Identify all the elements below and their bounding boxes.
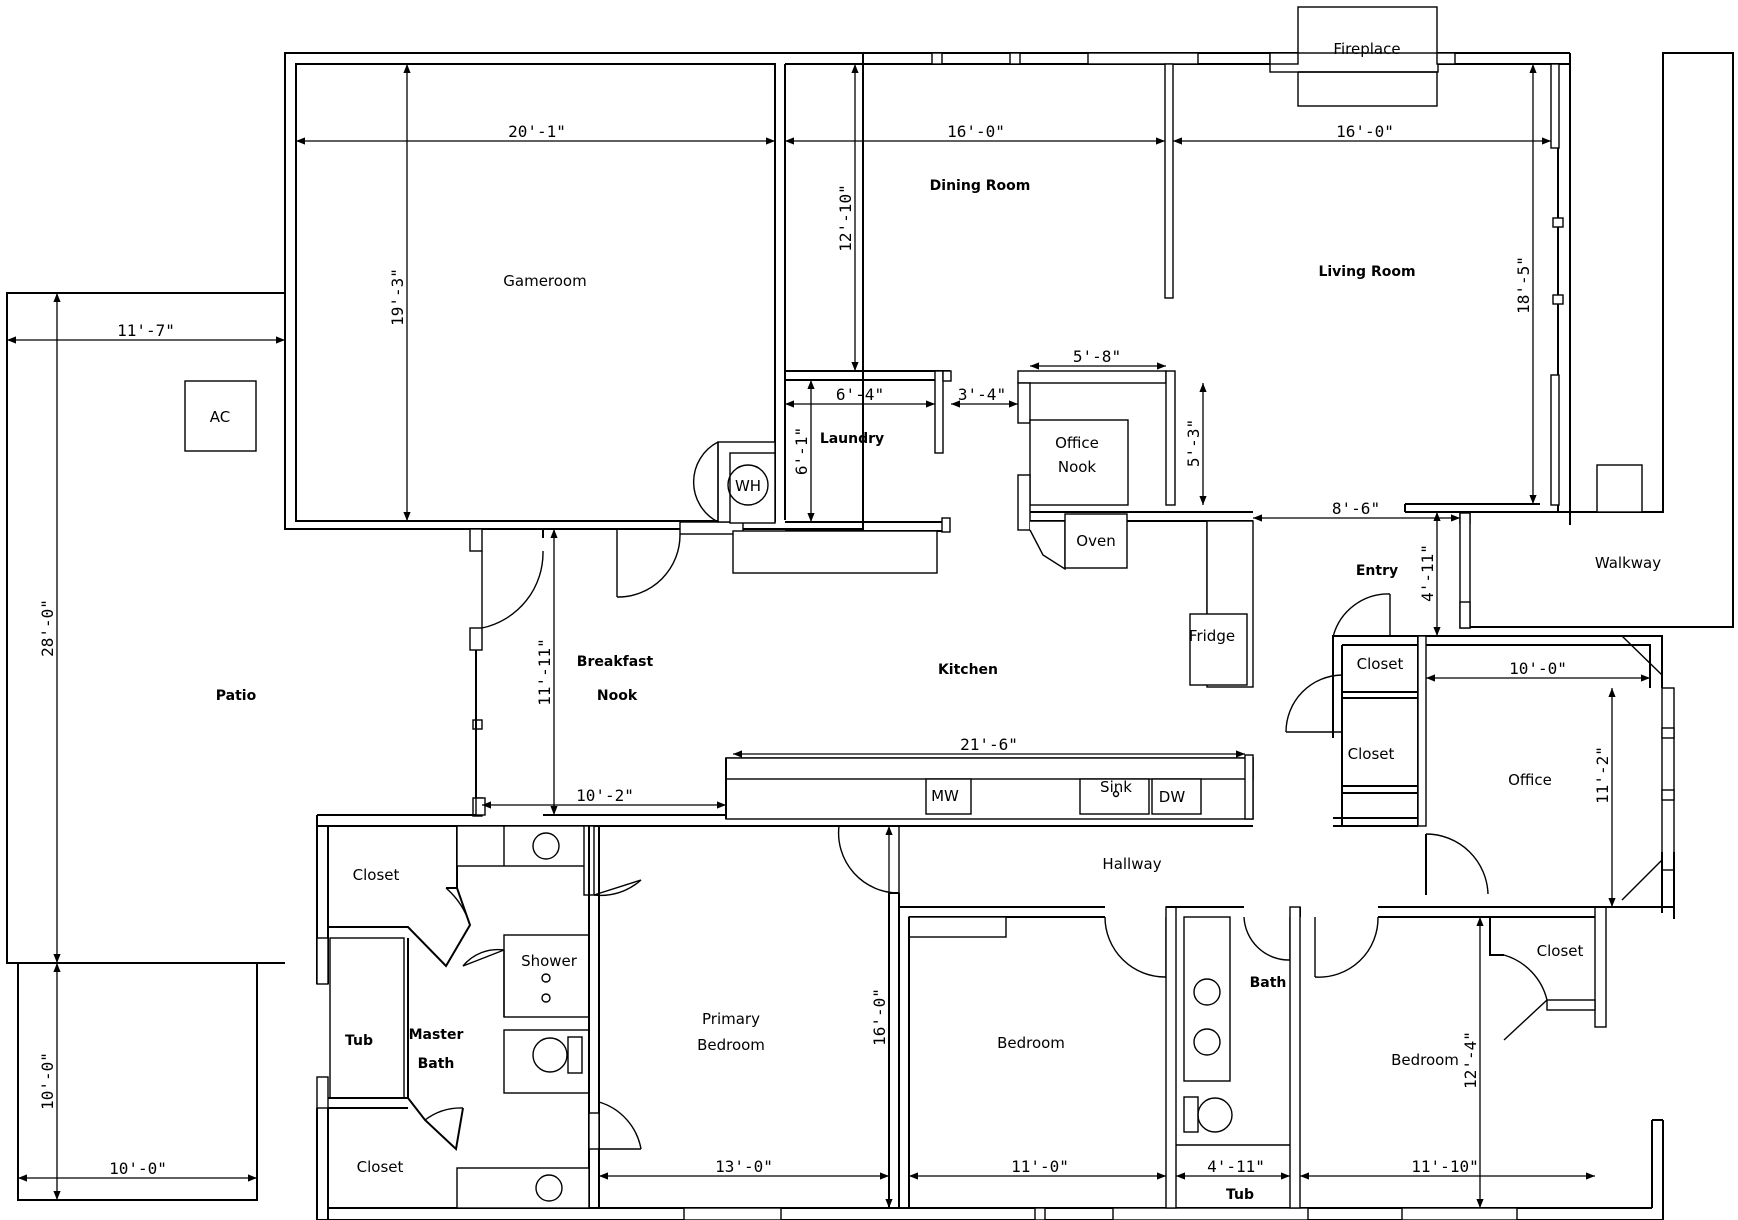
kitchen-counter (725, 754, 1254, 820)
label-hallway: Hallway (1102, 855, 1161, 873)
entry-closets (1285, 593, 1427, 827)
label-breakfast-nook-2: Nook (597, 688, 638, 704)
label-breakfast-nook-1: Breakfast (577, 654, 654, 670)
nook-walls (469, 529, 544, 817)
dim-office-nook-width: 5'-8" (1073, 347, 1121, 366)
label-living-room: Living Room (1318, 264, 1415, 280)
dim-primary-width: 13'-0" (715, 1157, 773, 1176)
label-fireplace: Fireplace (1333, 40, 1400, 58)
dim-bedroom2-width: 11'-0" (1011, 1157, 1069, 1176)
dim-opening-width: 3'-4" (958, 385, 1006, 404)
label-bedroom-2: Bedroom (997, 1034, 1065, 1052)
dim-porch-depth: 10'-0" (38, 1052, 57, 1110)
label-bedroom-3: Bedroom (1391, 1051, 1459, 1069)
dimension-lines (7, 64, 1650, 1208)
dim-dining-width: 16'-0" (947, 122, 1005, 141)
label-tub-bath: Tub (1226, 1187, 1254, 1203)
label-shower: Shower (521, 952, 578, 970)
dim-gameroom-depth: 19'-3" (388, 268, 407, 326)
label-walkway: Walkway (1595, 554, 1661, 572)
label-sink: Sink (1100, 778, 1132, 796)
label-dining-room: Dining Room (930, 178, 1031, 194)
dim-bath-width: 4'-11" (1207, 1157, 1265, 1176)
label-closet-entry-2: Closet (1348, 745, 1395, 763)
label-dw: DW (1159, 788, 1186, 806)
label-mw: MW (931, 787, 959, 805)
label-primary-bedroom-2: Bedroom (697, 1036, 765, 1054)
label-tub-master: Tub (345, 1033, 373, 1049)
dim-patio-width: 11'-7" (117, 321, 175, 340)
dim-gameroom-width: 20'-1" (508, 122, 566, 141)
dim-living-width: 16'-0" (1336, 122, 1394, 141)
bedroom-walls (316, 797, 1674, 1220)
label-wh: WH (735, 477, 761, 495)
utility-walls (285, 370, 1254, 688)
dim-living-depth: 18'-5" (1514, 256, 1533, 314)
dim-porch-width: 10'-0" (109, 1159, 167, 1178)
walls (284, 6, 1734, 637)
label-patio: Patio (216, 688, 257, 704)
label-fridge: Fridge (1189, 627, 1235, 645)
label-office-nook-1: Office (1055, 434, 1099, 452)
dim-office-width: 10'-0" (1509, 659, 1567, 678)
label-entry: Entry (1356, 563, 1398, 579)
label-kitchen: Kitchen (938, 662, 998, 678)
label-primary-bedroom-1: Primary (702, 1010, 760, 1028)
label-laundry: Laundry (820, 431, 884, 447)
patio-area (6, 292, 285, 1201)
dim-breakfast-depth: 11'-11" (535, 638, 554, 705)
dim-office-nook-depth: 5'-3" (1184, 419, 1203, 467)
label-closet-master-2: Closet (357, 1158, 404, 1176)
label-master-bath-1: Master (409, 1027, 464, 1043)
dim-laundry-width: 6'-4" (836, 385, 884, 404)
dimension-labels: 20'-1" 16'-0" 16'-0" 19'-3" 12'-10" 18'-… (38, 122, 1612, 1178)
dim-patio-depth: 28'-0" (38, 599, 57, 657)
label-ac: AC (210, 408, 230, 426)
label-office-nook-2: Nook (1058, 458, 1097, 476)
label-closet-master-1: Closet (353, 866, 400, 884)
label-office: Office (1508, 771, 1552, 789)
office-walls (1425, 635, 1675, 919)
dim-bedroom3-width: 11'-10" (1411, 1157, 1478, 1176)
dim-entry-depth: 4'-11" (1418, 544, 1437, 602)
label-bath: Bath (1250, 975, 1287, 991)
label-closet-entry-1: Closet (1357, 655, 1404, 673)
dim-office-depth: 11'-2" (1593, 746, 1612, 804)
dim-breakfast-width: 10'-2" (576, 786, 634, 805)
dim-primary-depth: 16'-0" (870, 988, 889, 1046)
label-oven: Oven (1076, 532, 1115, 550)
label-gameroom: Gameroom (503, 272, 586, 290)
label-master-bath-2: Bath (418, 1056, 455, 1072)
dim-counter-width: 21'-6" (960, 735, 1018, 754)
dim-dining-depth: 12'-10" (836, 184, 855, 251)
label-closet-bedroom-3: Closet (1537, 942, 1584, 960)
room-labels: Fireplace Dining Room Living Room Gamero… (210, 40, 1661, 1203)
dim-laundry-depth: 6'-1" (792, 427, 811, 475)
dim-bedroom3-depth: 12'-4" (1461, 1031, 1480, 1089)
dim-entry-width: 8'-6" (1332, 499, 1380, 518)
